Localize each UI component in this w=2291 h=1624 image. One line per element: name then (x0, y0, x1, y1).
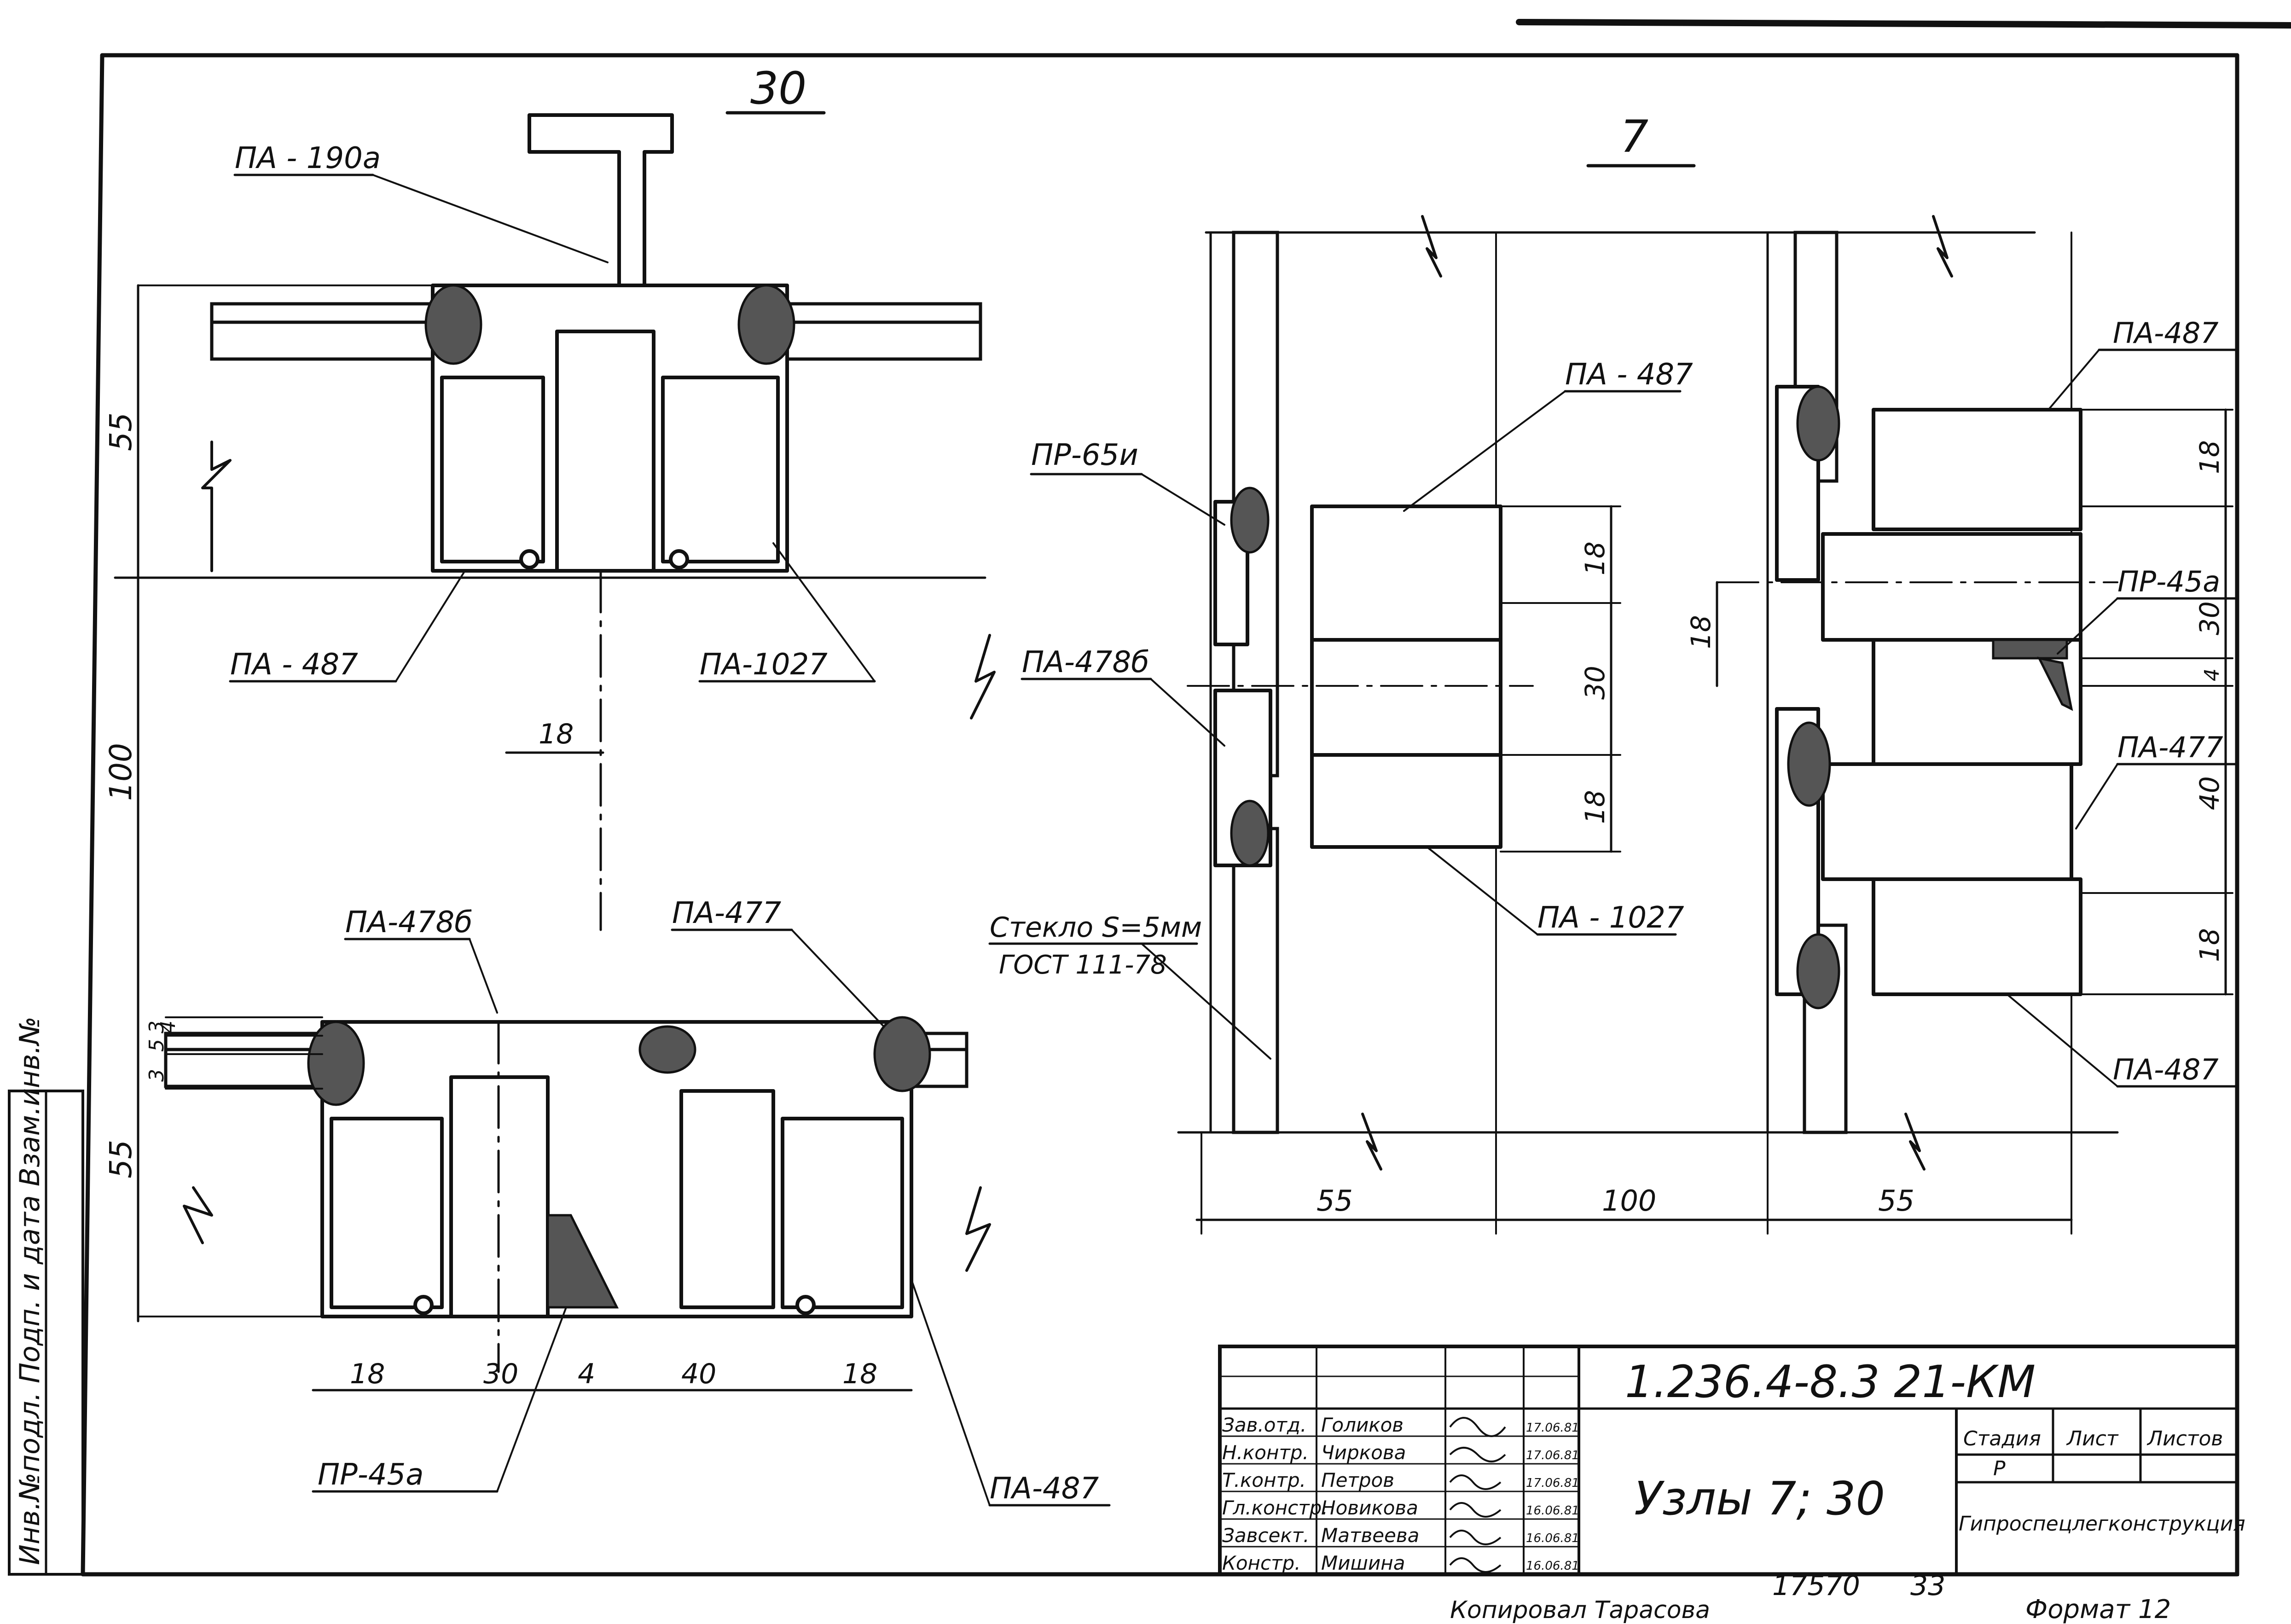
date-2: 17.06.81 (1526, 1476, 1579, 1490)
label-pa487-a: ПА - 487 (1565, 358, 1693, 392)
date-5: 16.06.81 (1526, 1559, 1579, 1573)
label-pa487-r1: ПА-487 (2113, 316, 2219, 350)
dim-b4: 4 (578, 1358, 595, 1390)
role-4: Завсект. (1222, 1524, 1310, 1547)
dim-7-18b: 18 (1579, 790, 1611, 824)
sheets-header: Листов (2146, 1427, 2223, 1450)
stage-header: Стадия (1963, 1427, 2041, 1450)
stage-value: Р (1993, 1457, 2006, 1480)
dim-7-r30: 30 (2194, 601, 2225, 635)
label-pa1027: ПА - 1027 (1537, 901, 1684, 935)
label-pa487-r2: ПА-487 (2113, 1053, 2219, 1086)
footer-number: 17570 (1772, 1570, 1860, 1602)
dim-7-30: 30 (1579, 666, 1611, 700)
dim-7-l18: 18 (1685, 615, 1717, 649)
detail-30: 30 (103, 63, 1111, 1507)
detail-30-title: 30 (750, 63, 806, 114)
label-pa487-bottom: ПА-487 (990, 1472, 1099, 1506)
dim-3: 3 (145, 1021, 168, 1033)
label-pr45a: ПР-45а (318, 1458, 423, 1492)
dim-18-mid: 18 (539, 718, 574, 750)
dim-100: 100 (103, 743, 139, 801)
name-1: Чиркова (1321, 1441, 1406, 1464)
role-2: Т.контр. (1222, 1469, 1306, 1491)
drawing-name: Узлы 7; 30 (1634, 1472, 1885, 1525)
label-glass-2: ГОСТ 111-78 (999, 950, 1167, 980)
label-glass-1: Стекло S=5мм (990, 911, 1202, 944)
name-2: Петров (1321, 1469, 1394, 1491)
dim-b18a: 18 (350, 1358, 385, 1390)
dim-55-top: 55 (103, 412, 139, 451)
title-block: 1.236.4-8.3 21-КМ Узлы 7; 30 Гипроспецле… (1218, 1345, 2245, 1576)
dim-5: 5 (145, 1039, 168, 1052)
dim-7-b55b: 55 (1878, 1184, 1914, 1218)
date-0: 17.06.81 (1526, 1421, 1579, 1435)
dim-7-18a: 18 (1579, 541, 1611, 575)
dim-3b: 3 (145, 1069, 168, 1082)
dim-4: 4 (157, 1021, 180, 1033)
footer-copied: Копировал Тарасова (1450, 1596, 1710, 1624)
footer-page: 33 (1910, 1570, 1945, 1602)
detail-7: 7 (988, 111, 2239, 1235)
dim-7-r4: 4 (2200, 668, 2224, 681)
label-pa478b: ПА-478б (1022, 645, 1149, 679)
dim-55-bottom: 55 (103, 1140, 139, 1178)
label-pa1027: ПА-1027 (700, 648, 828, 682)
dim-7-r18b: 18 (2194, 928, 2225, 962)
dim-b30: 30 (483, 1358, 518, 1390)
role-5: Констр. (1222, 1552, 1301, 1574)
organization: Гипроспецлегконструкция (1959, 1512, 2245, 1536)
date-1: 17.06.81 (1526, 1449, 1579, 1462)
sheet-frame (81, 19, 2291, 1577)
label-pa487-top: ПА - 487 (230, 648, 358, 682)
detail-7-title: 7 (1620, 111, 1648, 162)
signatures (1449, 1417, 1506, 1573)
role-0: Зав.отд. (1222, 1414, 1306, 1436)
date-4: 16.06.81 (1526, 1531, 1579, 1545)
label-pa190a: ПА - 190а (235, 141, 381, 175)
side-stamp: Инв.№подл. Подп. и дата Взам.инв.№ (8, 1016, 84, 1576)
dim-7-r40: 40 (2194, 776, 2225, 810)
role-1: Н.контр. (1222, 1441, 1309, 1464)
dim-7-r18a: 18 (2194, 440, 2225, 474)
drawing-code: 1.236.4-8.3 21-КМ (1625, 1356, 2036, 1408)
name-3: Новикова (1321, 1496, 1418, 1519)
side-stamp-text: Инв.№подл. Подп. и дата Взам.инв.№ (14, 1016, 46, 1565)
name-4: Матвеева (1321, 1524, 1419, 1547)
role-3: Гл.констр. (1222, 1496, 1328, 1519)
label-pr45a: ПР-45а (2117, 565, 2220, 598)
footer-format: Формат 12 (2025, 1595, 2171, 1624)
label-pr65i: ПР-65и (1031, 438, 1138, 472)
label-pa478b: ПА-478б (345, 905, 473, 940)
name-5: Мишина (1321, 1552, 1405, 1574)
name-0: Голиков (1321, 1414, 1404, 1436)
date-3: 16.06.81 (1526, 1504, 1579, 1518)
dim-7-b55a: 55 (1317, 1184, 1353, 1218)
sheet-header: Лист (2066, 1427, 2119, 1450)
label-pa477: ПА-477 (2117, 731, 2223, 764)
label-pa477: ПА-477 (672, 896, 781, 930)
dim-b18b: 18 (842, 1358, 877, 1390)
dim-7-b100: 100 (1602, 1184, 1656, 1218)
footer: 17570 33 Копировал Тарасова Формат 12 (1450, 1570, 2171, 1624)
dim-b40: 40 (681, 1358, 716, 1390)
